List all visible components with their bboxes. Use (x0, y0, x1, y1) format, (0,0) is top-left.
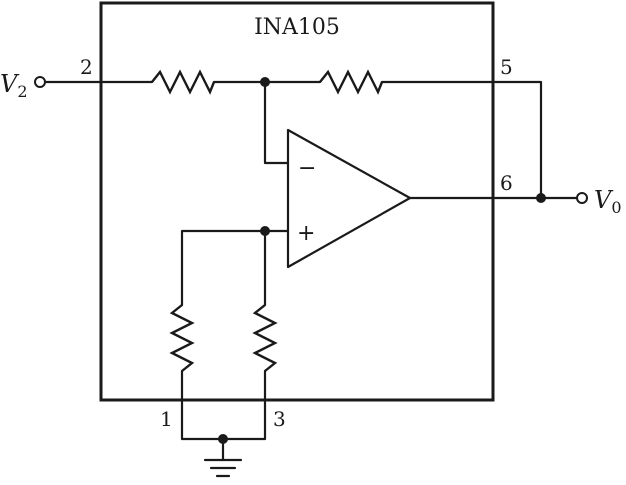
input-resistor (151, 69, 216, 95)
v2-input-terminal (34, 76, 46, 88)
inverting-input-wire (263, 80, 290, 165)
pin3-wire (221, 369, 267, 441)
vo-signal-label: V0 (594, 186, 622, 217)
pin1-wire (180, 369, 225, 441)
pin-1-label: 1 (160, 407, 173, 431)
pin-5-label: 5 (500, 55, 513, 79)
opamp-inverting-sign: − (298, 156, 316, 181)
ic-package-outline (99, 1, 495, 402)
opamp-symbol (286, 128, 412, 269)
pin5-sense-wire (380, 80, 543, 200)
pin-2-label: 2 (80, 55, 93, 79)
left-reference-resistor (169, 304, 195, 372)
ground-icon (203, 458, 243, 478)
vo-output-terminal (576, 192, 588, 204)
pin-6-label: 6 (500, 171, 513, 195)
left-divider-top-wire (180, 229, 267, 307)
opamp-noninverting-sign: + (297, 221, 315, 246)
output-junction (536, 193, 546, 203)
pin-3-label: 3 (273, 407, 286, 431)
feedback-resistor (319, 69, 384, 95)
right-reference-resistor (252, 304, 278, 372)
v2-signal-label: V2 (0, 70, 28, 101)
chip-title: INA105 (254, 15, 340, 40)
